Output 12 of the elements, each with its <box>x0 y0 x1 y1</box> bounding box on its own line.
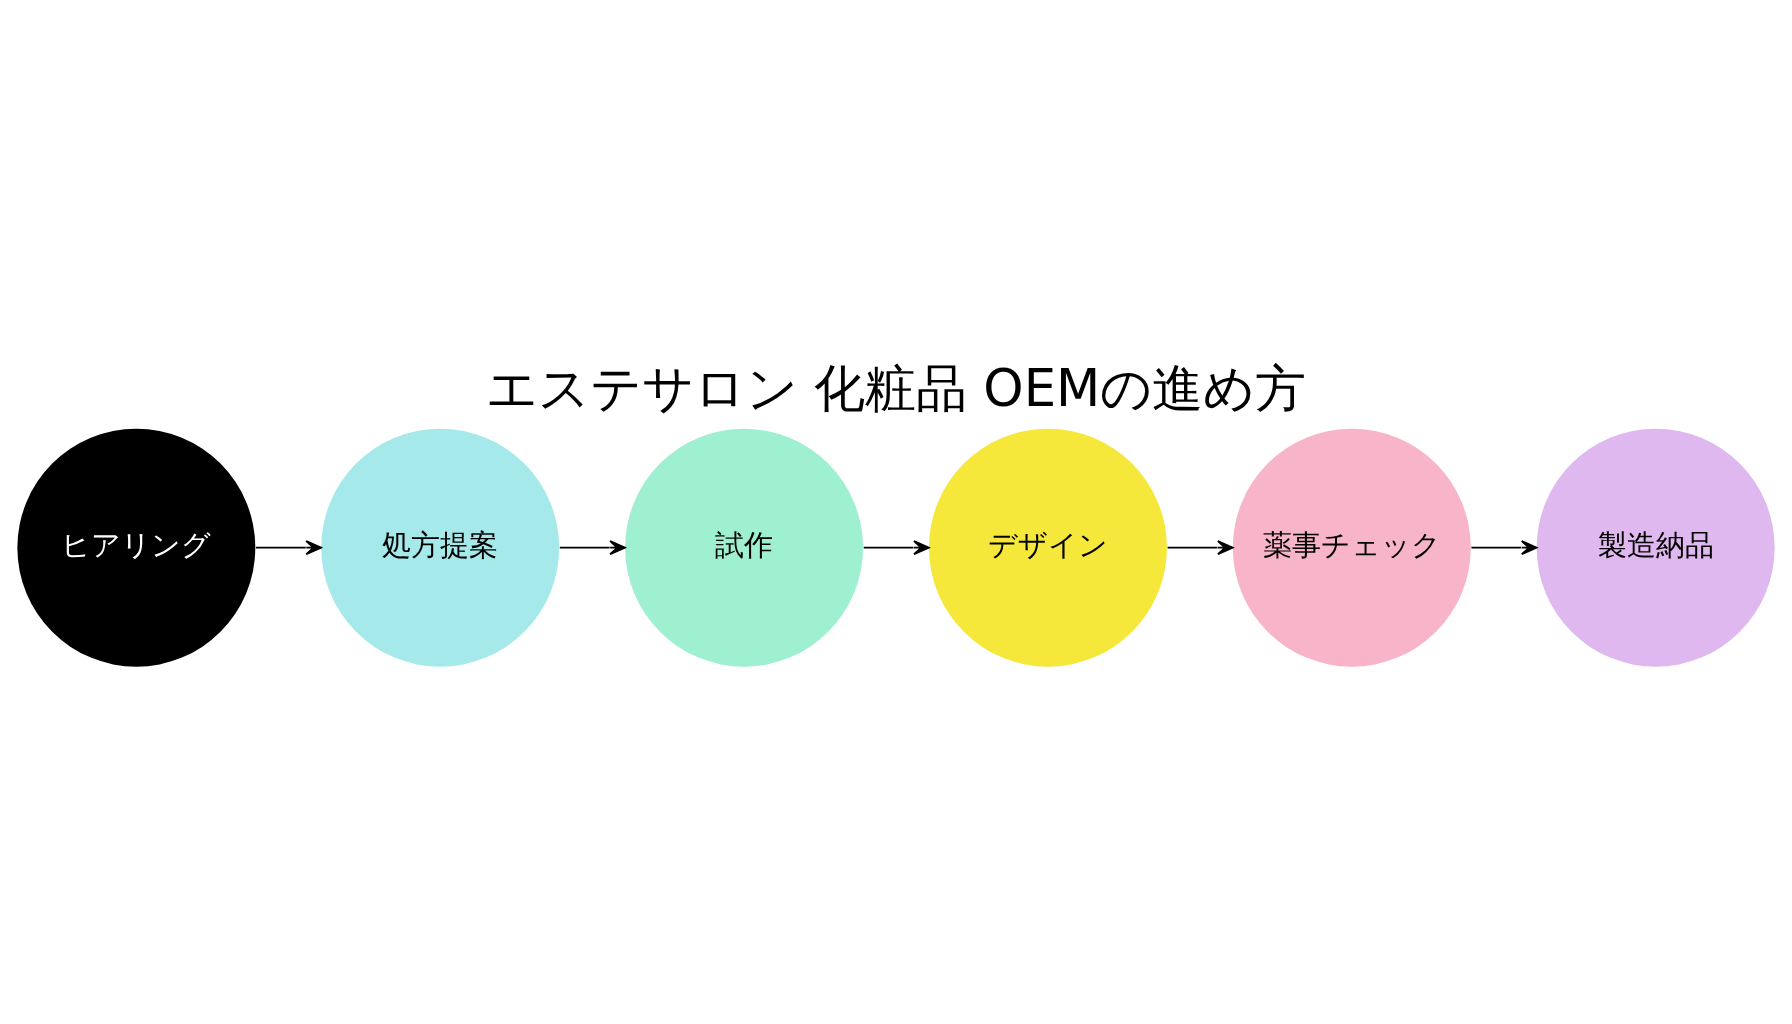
node-circle: 薬事チェック <box>1232 428 1471 667</box>
diagram-title: エステサロン 化粧品 OEMの進め方 <box>485 357 1307 418</box>
node-circle: 処方提案 <box>321 428 560 667</box>
arrow <box>1166 540 1234 556</box>
node-circle: 製造納品 <box>1536 428 1775 667</box>
arrow <box>862 540 930 556</box>
arrow <box>255 540 322 556</box>
node-circle: ヒアリング <box>17 428 256 667</box>
node-circle: デザイン <box>928 428 1167 667</box>
arrow <box>558 540 626 556</box>
arrow <box>1470 540 1538 556</box>
node-circle: 試作 <box>625 428 864 667</box>
